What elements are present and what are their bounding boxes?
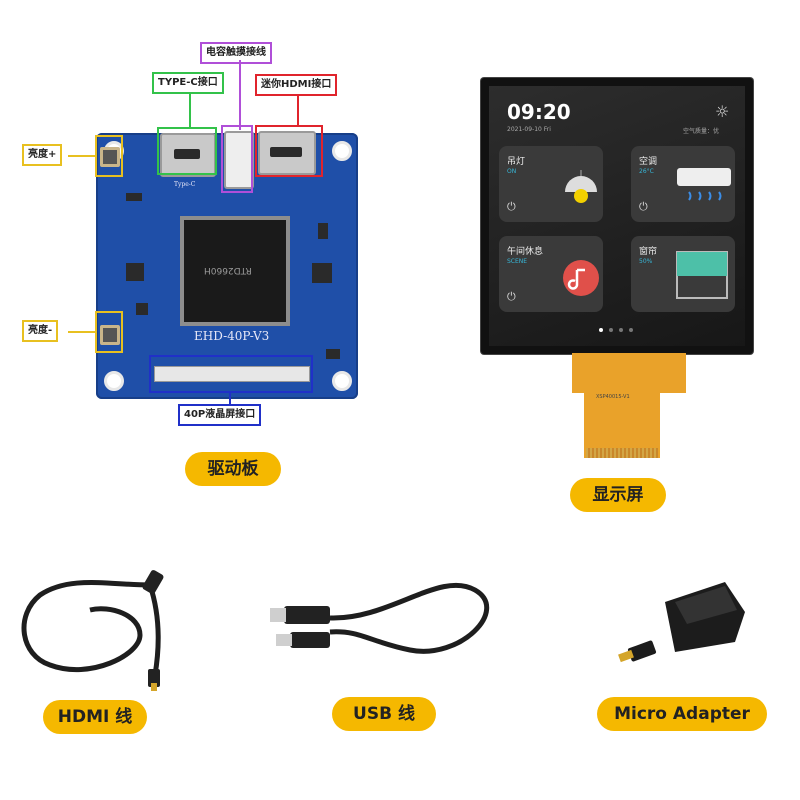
main-chip: RTD2660H (180, 216, 290, 326)
driver-board: Type-C RTD2660H EHD-40P-V3 (96, 131, 358, 399)
tile-title: 空调 (639, 157, 658, 167)
tile-title: 午间休息 (507, 247, 544, 257)
brightness-up-button (100, 147, 120, 167)
tile-sub: SCENE (507, 258, 528, 265)
typec-port (160, 133, 216, 177)
tile-aircon: 空调 26°C ⏻ (631, 146, 735, 222)
label-driver-board: 驱动板 (185, 452, 281, 486)
mounting-hole (332, 141, 352, 161)
clock-time: 09:20 (507, 100, 571, 124)
tile-sub: ON (507, 168, 517, 175)
mounting-hole (332, 371, 352, 391)
callout-touch: 电容触摸接线 (200, 42, 272, 64)
label-display: 显示屏 (570, 478, 666, 512)
sun-icon: ☼ (715, 102, 730, 121)
callout-typec: TYPE-C接口 (152, 72, 224, 94)
page-dots (599, 328, 633, 332)
board-model: EHD-40P-V3 (194, 329, 270, 343)
lamp-icon (565, 170, 597, 203)
tile-chandelier: 吊灯 ON ⏻ (499, 146, 603, 222)
lcd-display: 09:20 2021-09-10 Fri ☼ 空气质量：优 吊灯 ON ⏻ 空调… (481, 78, 753, 354)
music-icon (563, 260, 599, 296)
label-micro-adapter: Micro Adapter (597, 697, 767, 731)
hdmi-cable-image (21, 570, 164, 691)
tile-nap: 午间休息 SCENE ⏻ (499, 236, 603, 312)
flex-cable (572, 353, 686, 393)
tile-sub: 26°C (639, 168, 654, 175)
mounting-hole (104, 371, 124, 391)
typec-silk: Type-C (174, 181, 196, 188)
curtain-icon (676, 251, 728, 299)
usb-cable-image (270, 582, 490, 654)
brightness-down-button (100, 325, 120, 345)
power-icon: ⏻ (507, 290, 516, 303)
clock-date: 2021-09-10 Fri (507, 126, 551, 133)
label-usb-cable: USB 线 (332, 697, 436, 731)
tile-title: 窗帘 (639, 247, 658, 257)
aircon-icon (677, 168, 731, 201)
micro-adapter-image (618, 582, 745, 663)
lcd-screen: 09:20 2021-09-10 Fri ☼ 空气质量：优 吊灯 ON ⏻ 空调… (489, 86, 745, 346)
flex-label: XSP40015-V1 (596, 394, 630, 400)
label-hdmi-cable: HDMI 线 (43, 700, 147, 734)
air-quality: 空气质量：优 (683, 128, 720, 135)
power-icon: ⏻ (639, 200, 648, 213)
tile-sub: 50% (639, 258, 653, 265)
minihdmi-port (258, 131, 316, 175)
callout-minihdmi: 迷你HDMI接口 (255, 74, 338, 96)
flex-cable-tail: XSP40015-V1 (584, 392, 660, 458)
callout-lcd40p: 40P液晶屏接口 (178, 404, 262, 426)
flex-contacts (586, 448, 658, 458)
callout-brightness-down: 亮度- (22, 320, 59, 342)
fpc-connector (154, 366, 310, 382)
tile-curtain: 窗帘 50% (631, 236, 735, 312)
callout-brightness-up: 亮度+ (22, 144, 63, 166)
tile-title: 吊灯 (507, 157, 526, 167)
power-icon: ⏻ (507, 200, 516, 213)
